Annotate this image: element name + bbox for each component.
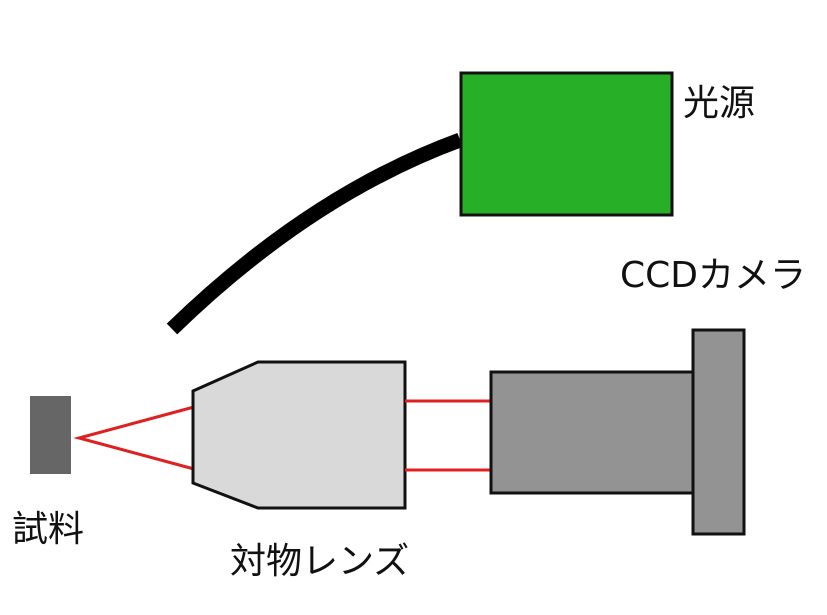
sample-block xyxy=(30,396,71,474)
optical-fiber xyxy=(166,132,463,335)
objective-lens-label: 対物レンズ xyxy=(230,541,410,582)
sample-label: 試料 xyxy=(12,509,85,550)
light-source-label: 光源 xyxy=(683,83,756,124)
ccd-camera-label: CCDカメラ xyxy=(620,255,806,296)
light-source-box xyxy=(459,71,674,217)
ccd-camera-mount xyxy=(691,328,746,536)
ccd-camera-body xyxy=(489,370,695,495)
objective-lens xyxy=(191,360,407,510)
beam-converging xyxy=(73,405,195,471)
